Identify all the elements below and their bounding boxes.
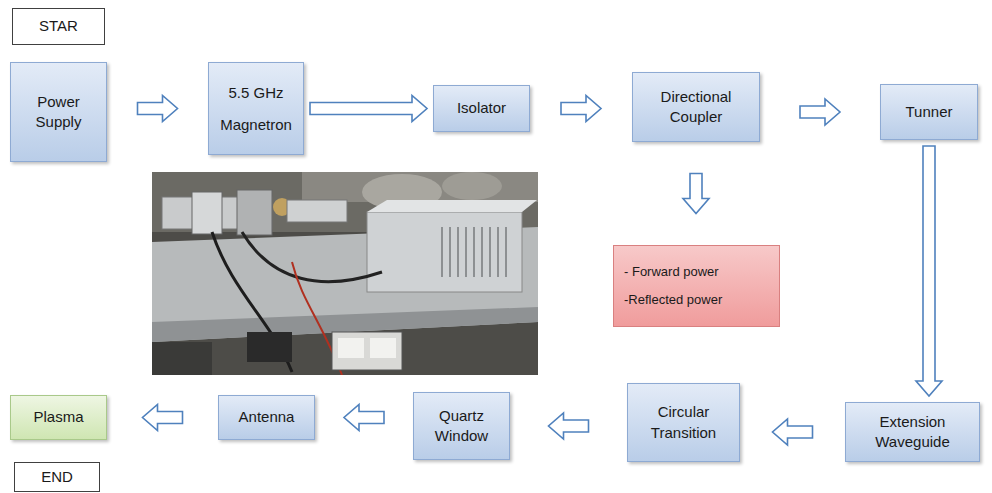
- process-box: Isolator: [433, 85, 530, 132]
- node-text: Extension Waveguide: [852, 412, 973, 453]
- process-box: Circular Transition: [627, 383, 740, 462]
- block-arrow: [683, 174, 709, 214]
- lab-photo: [152, 172, 538, 375]
- block-arrow: [916, 146, 942, 396]
- end-label-box: END: [14, 462, 100, 492]
- start-label-box: STAR: [12, 8, 105, 45]
- node-text: Quartz Window: [420, 406, 503, 447]
- node-text: 5.5 GHz Magnetron: [215, 77, 297, 140]
- node-text: Antenna: [239, 407, 295, 427]
- measurement-box: - Forward power -Reflected power: [613, 245, 780, 327]
- block-arrow: [800, 99, 840, 125]
- process-box: Extension Waveguide: [845, 402, 980, 462]
- block-arrow: [310, 96, 427, 122]
- output-box: Plasma: [10, 395, 107, 440]
- block-arrow: [549, 413, 589, 439]
- node-text: Circular Transition: [634, 402, 733, 443]
- block-arrow: [344, 405, 384, 431]
- block-arrow: [561, 96, 601, 122]
- node-text: END: [41, 467, 73, 487]
- node-text: -Reflected power: [624, 291, 722, 309]
- node-text: STAR: [39, 16, 78, 36]
- node-text: Power Supply: [17, 92, 100, 133]
- process-box: Directional Coupler: [632, 72, 760, 142]
- block-arrow: [143, 405, 183, 431]
- node-text: Plasma: [33, 407, 83, 427]
- node-text: Tunner: [906, 102, 953, 122]
- process-box: Quartz Window: [413, 392, 510, 460]
- process-box: 5.5 GHz Magnetron: [208, 62, 304, 155]
- process-box: Tunner: [880, 84, 978, 140]
- block-arrow: [773, 419, 813, 445]
- process-box: Antenna: [218, 395, 315, 440]
- block-arrow: [138, 96, 178, 122]
- node-text: Directional Coupler: [639, 87, 753, 128]
- node-text: Isolator: [457, 98, 506, 118]
- node-text: - Forward power: [624, 263, 719, 281]
- process-box: Power Supply: [10, 62, 107, 162]
